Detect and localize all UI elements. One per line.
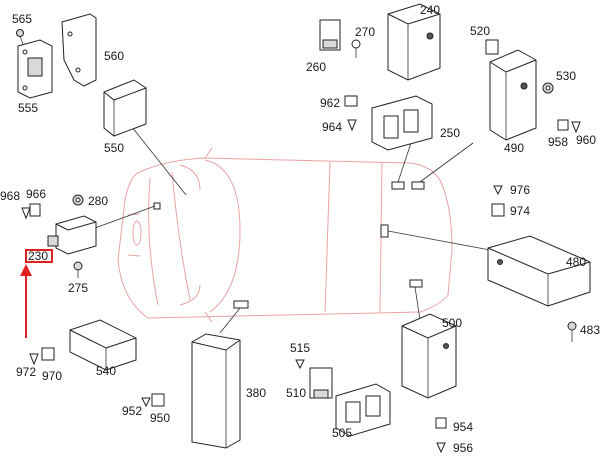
part-510-relay[interactable] — [309, 367, 333, 399]
label-550: 550 — [104, 141, 124, 155]
label-250: 250 — [440, 126, 460, 140]
label-555: 555 — [18, 101, 38, 115]
label-510: 510 — [286, 386, 306, 400]
part-958-connector[interactable] — [557, 119, 569, 131]
part-240-control-unit[interactable] — [387, 3, 441, 81]
part-480-module[interactable] — [487, 235, 591, 307]
label-958: 958 — [548, 135, 568, 149]
part-530-nut[interactable] — [542, 82, 554, 94]
label-515: 515 — [290, 341, 310, 355]
highlight-arrow-head — [20, 264, 32, 276]
part-515-terminal[interactable] — [295, 359, 305, 370]
part-275-screw[interactable] — [73, 261, 83, 278]
label-972: 972 — [16, 365, 36, 379]
part-520-bracket[interactable] — [485, 39, 499, 55]
label-962: 962 — [320, 96, 340, 110]
label-500: 500 — [442, 316, 462, 330]
label-483: 483 — [580, 323, 600, 337]
label-956: 956 — [453, 441, 473, 455]
label-974: 974 — [510, 204, 530, 218]
leader-lines — [94, 109, 491, 334]
part-950-connector[interactable] — [151, 393, 165, 407]
part-550-module[interactable] — [103, 79, 147, 137]
vehicle-outline — [117, 147, 453, 323]
label-540: 540 — [96, 364, 116, 378]
label-505: 505 — [332, 426, 352, 440]
label-280: 280 — [88, 194, 108, 208]
part-970-connector[interactable] — [41, 347, 55, 361]
part-960-terminal[interactable] — [571, 121, 581, 134]
part-270-clip[interactable] — [351, 39, 361, 58]
label-270: 270 — [355, 25, 375, 39]
part-260-relay[interactable] — [319, 19, 341, 51]
label-960: 960 — [576, 133, 596, 147]
part-968-terminal[interactable] — [21, 207, 31, 220]
part-540-module[interactable] — [69, 319, 137, 371]
vehicle-markers — [153, 181, 425, 309]
label-970: 970 — [42, 369, 62, 383]
part-280-nut[interactable] — [72, 194, 84, 206]
label-954: 954 — [453, 420, 473, 434]
label-968: 968 — [0, 189, 20, 203]
label-560: 560 — [104, 49, 124, 63]
part-555-bracket[interactable] — [17, 39, 53, 99]
highlight-box — [25, 249, 53, 263]
part-952-terminal[interactable] — [141, 397, 151, 408]
label-490: 490 — [504, 141, 524, 155]
part-505-holder[interactable] — [335, 383, 391, 437]
label-260: 260 — [306, 60, 326, 74]
label-976: 976 — [510, 183, 530, 197]
part-964-terminal[interactable] — [347, 119, 357, 132]
part-962-connector[interactable] — [344, 95, 358, 107]
part-250-holder[interactable] — [371, 95, 433, 151]
part-966-connector[interactable] — [29, 203, 41, 217]
part-956-terminal[interactable] — [436, 442, 446, 454]
label-480: 480 — [566, 255, 586, 269]
part-230-module[interactable] — [47, 215, 97, 255]
part-560-bracket[interactable] — [61, 13, 97, 87]
part-565-screw[interactable] — [16, 29, 24, 45]
label-230: 230 — [28, 249, 48, 263]
part-490-control-unit[interactable] — [489, 49, 537, 141]
part-976-terminal[interactable] — [493, 185, 503, 196]
highlight-marker — [20, 249, 53, 338]
part-974-connector[interactable] — [491, 203, 505, 217]
label-530: 530 — [556, 69, 576, 83]
label-520: 520 — [470, 24, 490, 38]
label-240: 240 — [420, 3, 440, 17]
label-964: 964 — [322, 120, 342, 134]
part-954-connector[interactable] — [435, 417, 447, 429]
part-labels: 565 560 555 550 260 270 240 962 964 250 … — [0, 3, 600, 455]
part-380-module[interactable] — [191, 333, 241, 449]
label-275: 275 — [68, 281, 88, 295]
label-950: 950 — [150, 411, 170, 425]
part-972-terminal[interactable] — [29, 353, 39, 366]
part-483-screw[interactable] — [567, 321, 577, 342]
label-952: 952 — [122, 404, 142, 418]
label-966: 966 — [26, 187, 46, 201]
part-500-control-unit[interactable] — [401, 313, 457, 399]
label-565: 565 — [12, 12, 32, 26]
label-380: 380 — [246, 386, 266, 400]
